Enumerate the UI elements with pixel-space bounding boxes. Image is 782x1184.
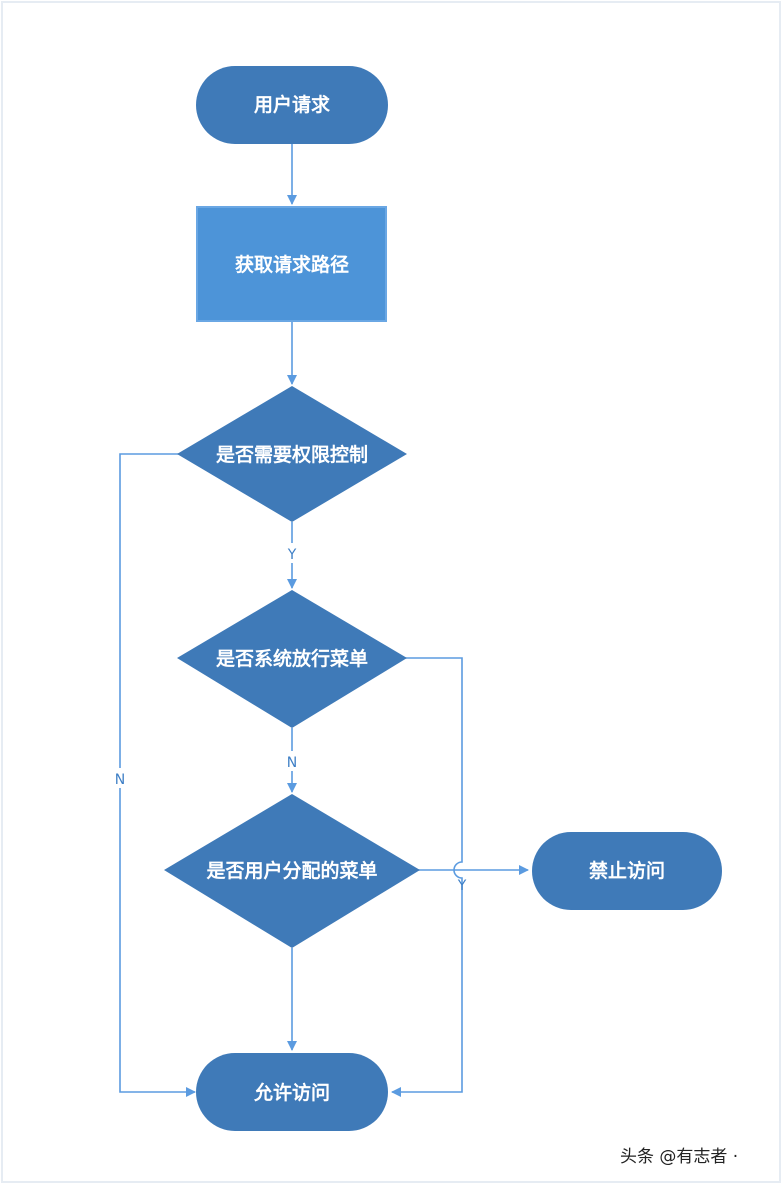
label-system-allowed-no: N [287,755,297,771]
node-system-allowed-menu: 是否系统放行菜单 [177,590,407,728]
node-need-permission-label: 是否需要权限控制 [216,443,368,466]
node-get-path: 获取请求路径 [196,206,387,322]
node-deny-label: 禁止访问 [589,859,665,882]
node-get-path-label: 获取请求路径 [235,253,349,276]
node-allow-label: 允许访问 [253,1081,330,1104]
edge-need-permission-no-to-allow [119,453,196,1097]
node-allow: 允许访问 [196,1053,388,1131]
node-user-assigned-menu-label: 是否用户分配的菜单 [206,859,377,882]
label-need-permission-yes: Y [287,547,297,563]
label-need-permission-no: N [115,772,125,788]
node-system-allowed-menu-label: 是否系统放行菜单 [216,647,368,670]
node-deny: 禁止访问 [532,832,722,910]
label-user-assigned-yes: Y [457,878,467,894]
node-user-assigned-menu: 是否用户分配的菜单 [164,794,420,948]
watermark: 头条 @有志者 · [620,1147,739,1167]
node-start-label: 用户请求 [254,93,331,116]
edge-labels: Y N N Y [110,543,467,894]
node-need-permission: 是否需要权限控制 [177,386,407,522]
node-start: 用户请求 [196,66,388,144]
